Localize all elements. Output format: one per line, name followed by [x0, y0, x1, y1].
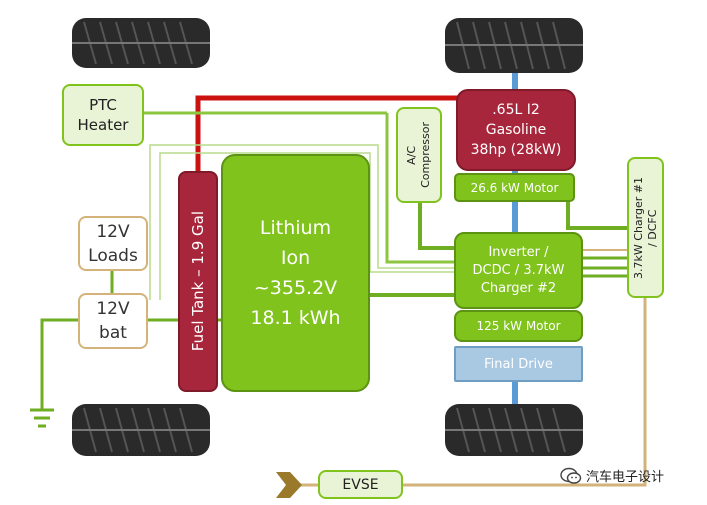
motor-to-charger-line: [566, 200, 627, 230]
battery-box: Lithium Ion ~355.2V 18.1 kWh: [221, 154, 370, 392]
ac-compressor-box: A/C Compressor: [396, 107, 442, 203]
final-drive-label: Final Drive: [484, 356, 553, 372]
motor-large-label: 125 kW Motor: [476, 319, 561, 333]
thin-line-outer: [149, 144, 455, 300]
wechat-icon: [560, 467, 582, 484]
tire-front-right: [445, 18, 583, 73]
final-drive-box: Final Drive: [454, 346, 583, 382]
motor-large-box: 125 kW Motor: [454, 310, 583, 342]
ptc-heater-box: PTC Heater: [62, 84, 144, 146]
ptc-heater-label: PTC Heater: [77, 96, 129, 134]
ground-line: [40, 318, 78, 410]
ptc-to-inverter-line: [385, 113, 455, 264]
evse-label: EVSE: [342, 476, 379, 493]
fuel-tank-box: Fuel Tank – 1.9 Gal: [178, 171, 218, 392]
ac-compressor-label: A/C Compressor: [405, 122, 432, 188]
charger1-box: 3.7kW Charger #1 / DCFC: [627, 157, 664, 298]
plug-arrow-icon: [276, 472, 302, 498]
bat-12v-box: 12V bat: [78, 293, 148, 349]
tire-front-left: [72, 18, 210, 68]
watermark: 汽车电子设计: [560, 466, 664, 485]
fuel-tank-label: Fuel Tank – 1.9 Gal: [189, 211, 207, 352]
tire-rear-right: [445, 404, 583, 456]
motor-small-box: 26.6 kW Motor: [454, 173, 575, 202]
engine-label: .65L I2 Gasoline 38hp (28kW): [470, 102, 562, 158]
inverter-label: Inverter / DCDC / 3.7kW Charger #2: [472, 244, 565, 296]
watermark-text: 汽车电子设计: [586, 470, 665, 485]
inverter-box: Inverter / DCDC / 3.7kW Charger #2: [454, 232, 583, 309]
compressor-line: [418, 202, 455, 250]
fuel-line: [195, 95, 458, 172]
thin-line-inner: [159, 152, 455, 300]
engine-box: .65L I2 Gasoline 38hp (28kW): [456, 89, 576, 171]
bat-12v-label: 12V bat: [96, 299, 130, 343]
loads-12v-box: 12V Loads: [78, 216, 148, 271]
charger1-label: 3.7kW Charger #1 / DCFC: [631, 176, 659, 279]
motor-small-label: 26.6 kW Motor: [470, 180, 559, 195]
battery-label: Lithium Ion ~355.2V 18.1 kWh: [250, 217, 341, 329]
evse-box: EVSE: [318, 470, 403, 499]
loads-12v-label: 12V Loads: [88, 221, 138, 266]
tire-rear-left: [72, 404, 210, 456]
evse-line: [403, 298, 647, 487]
